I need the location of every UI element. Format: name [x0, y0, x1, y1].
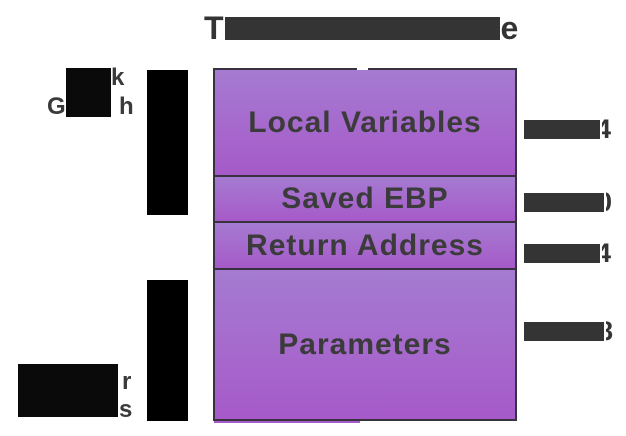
address-visible-fragment: 0	[606, 192, 612, 212]
top-border-notch	[357, 66, 368, 70]
frame-row-saved-ebp: Saved EBP	[215, 177, 515, 223]
address-redaction-bar	[524, 119, 600, 139]
address-label-return-address: 4	[524, 243, 611, 263]
address-label-saved-ebp: 0	[524, 192, 612, 212]
higher-addresses-redaction-box	[18, 364, 118, 417]
stack-growth-redaction-box	[66, 68, 111, 117]
address-fragment-clip: 0	[606, 192, 612, 212]
bottom-purple-strip	[214, 420, 360, 423]
address-fragment-clip: 8	[606, 321, 613, 341]
frame-label-saved-ebp: Saved EBP	[281, 182, 449, 215]
address-visible-fragment: 4	[602, 243, 611, 263]
address-fragment-clip: 4	[602, 243, 611, 263]
frame-row-parameters: Parameters	[215, 270, 515, 419]
diagram-title: T e	[204, 10, 518, 47]
stack-growth-line1-fragment: k	[111, 64, 125, 91]
stack-growth-arrow-bar	[147, 70, 188, 215]
stack-growth-line2-suffix-fragment: h	[119, 93, 134, 120]
address-visible-fragment: 4	[602, 119, 611, 139]
frame-row-return-address: Return Address	[215, 223, 515, 270]
title-redaction-bar	[224, 17, 500, 40]
frame-label-return-address: Return Address	[246, 228, 484, 262]
address-label-parameters: 8	[524, 321, 613, 341]
stack-growth-line2-prefix-fragment: G	[47, 93, 66, 120]
frame-label-parameters: Parameters	[278, 327, 452, 361]
address-label-local-variables: 4	[524, 119, 611, 139]
title-visible-prefix: T	[204, 10, 224, 46]
higher-addresses-line1-fragment: r	[122, 368, 132, 395]
frame-row-local-variables: Local Variables	[215, 70, 515, 177]
address-visible-fragment: 8	[606, 321, 613, 341]
address-redaction-bar	[524, 243, 600, 263]
higher-addresses-arrow-bar	[147, 280, 188, 421]
address-fragment-clip: 4	[602, 119, 611, 139]
address-redaction-bar	[524, 192, 604, 212]
frame-label-local-variables: Local Variables	[248, 105, 482, 139]
higher-addresses-line2-fragment: s	[119, 396, 133, 423]
address-redaction-bar	[524, 321, 604, 341]
title-visible-suffix: e	[500, 10, 519, 46]
stack-box: Local Variables Saved EBP Return Address…	[213, 68, 517, 421]
